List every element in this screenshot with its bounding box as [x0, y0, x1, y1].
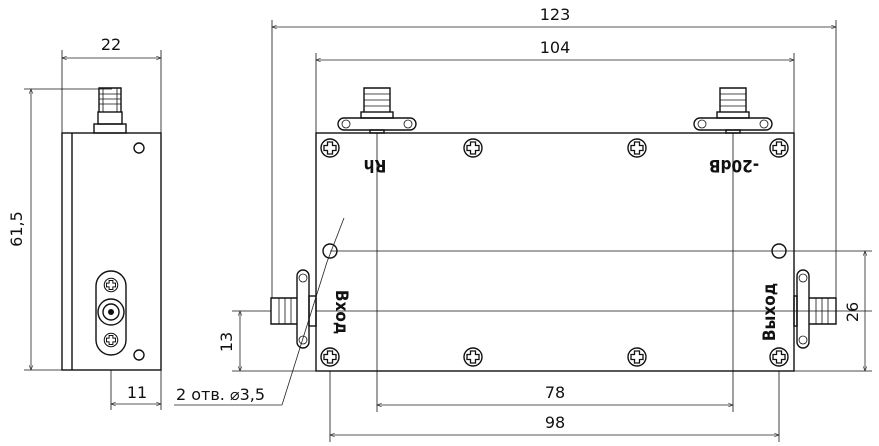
- screw-tl: [320, 138, 340, 158]
- side-front-connector: [95, 270, 127, 356]
- label-rh: Rh: [364, 155, 387, 175]
- left-connector: [270, 269, 317, 349]
- dim-side-height: 61,5: [7, 211, 26, 247]
- hole-note: 2 отв. ⌀3,5: [176, 385, 265, 404]
- label-minus20db: -20dB: [709, 155, 759, 175]
- front-body: [315, 132, 795, 372]
- right-connector: [793, 269, 837, 349]
- side-hole-top: [133, 142, 145, 154]
- label-output: Выход: [760, 283, 780, 341]
- dim-hole-spacing-98: 98: [545, 413, 565, 432]
- screw-b3: [627, 347, 647, 367]
- top-connector-right: [693, 87, 773, 134]
- top-connector-left: [337, 87, 417, 134]
- screw-b2: [463, 347, 483, 367]
- side-view: 22 61,5 11: [7, 35, 162, 410]
- dim-overall-length: 123: [540, 5, 571, 24]
- screw-t3: [627, 138, 647, 158]
- dim-hole-spacing-78: 78: [545, 383, 565, 402]
- dim-side-offset: 11: [127, 383, 147, 402]
- front-dimensions: 123 104 78 98 26 13 2 отв. ⌀3,5: [174, 5, 872, 442]
- screw-tr: [769, 138, 789, 158]
- dim-body-length: 104: [540, 38, 571, 57]
- screw-bl: [320, 347, 340, 367]
- label-input: Вход: [331, 290, 351, 334]
- dim-connector-height: 13: [217, 332, 236, 352]
- dim-hole-spacing-v: 26: [843, 302, 862, 322]
- screw-br: [769, 347, 789, 367]
- screw-t2: [463, 138, 483, 158]
- side-hole-bottom: [133, 349, 145, 361]
- dim-side-width: 22: [101, 35, 121, 54]
- front-view: Rh -20dB Вход Выход: [270, 87, 837, 372]
- side-top-connector: [93, 87, 127, 134]
